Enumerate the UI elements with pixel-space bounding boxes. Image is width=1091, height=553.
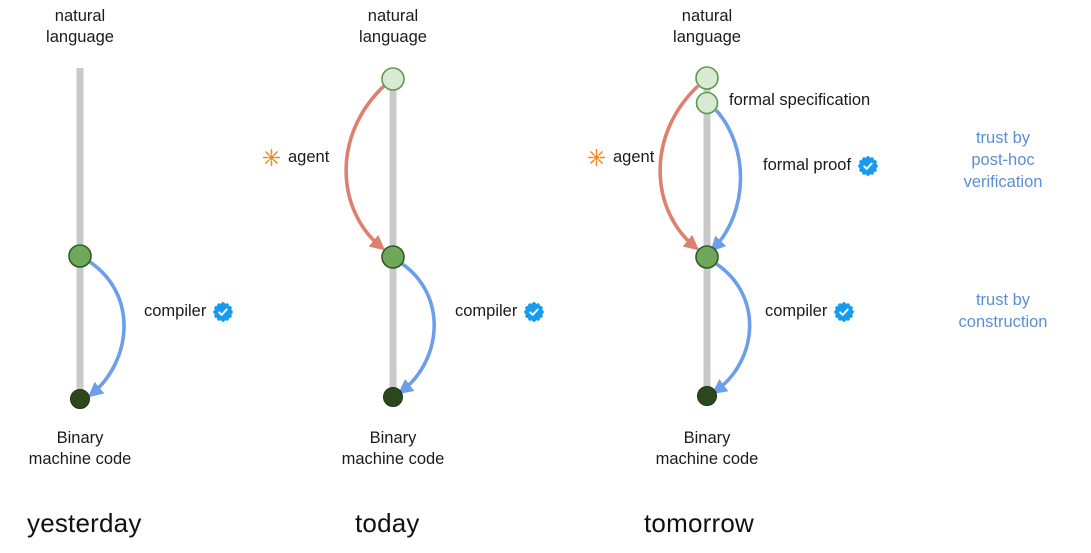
natural-language-line1: natural bbox=[681, 7, 733, 25]
agent-arrow-tomorrow bbox=[658, 84, 700, 251]
timeline-bar-today bbox=[389, 74, 397, 398]
formal-specification-text: formal specification bbox=[729, 91, 871, 109]
binary-line2: machine code bbox=[341, 450, 445, 468]
binary-machine-code-label: Binary machine code bbox=[0, 428, 160, 470]
node-binary-tomorrow bbox=[697, 386, 717, 406]
natural-language-label: natural language bbox=[10, 6, 150, 48]
natural-language-line2: language bbox=[673, 28, 741, 46]
formal-proof-arrow-tomorrow bbox=[710, 108, 743, 252]
natural-language-label: natural language bbox=[323, 6, 463, 48]
formal-proof-label: formal proof bbox=[763, 155, 878, 176]
era-title-tomorrow: tomorrow bbox=[644, 508, 754, 538]
compiler-arrow-yesterday bbox=[87, 260, 126, 398]
compiler-label-text: compiler bbox=[455, 302, 518, 320]
node-intermediate-yesterday bbox=[68, 244, 92, 268]
natural-language-label: natural language bbox=[637, 6, 777, 48]
compiler-arrow-today bbox=[397, 261, 436, 395]
formal-proof-text: formal proof bbox=[763, 156, 852, 174]
natural-language-line1: natural bbox=[54, 7, 106, 25]
binary-line2: machine code bbox=[28, 450, 132, 468]
note-line: trust by bbox=[975, 291, 1031, 309]
binary-line2: machine code bbox=[655, 450, 759, 468]
node-natural-language-today bbox=[381, 67, 405, 91]
natural-language-line2: language bbox=[359, 28, 427, 46]
note-line: trust by bbox=[975, 129, 1031, 147]
note-line: verification bbox=[963, 173, 1043, 191]
agent-label-text: agent bbox=[288, 148, 330, 166]
era-title-yesterday: yesterday bbox=[27, 508, 142, 538]
natural-language-line1: natural bbox=[367, 7, 419, 25]
timeline-bar-tomorrow bbox=[703, 74, 711, 397]
era-title-today: today bbox=[355, 508, 420, 538]
agent-icon bbox=[587, 148, 606, 167]
agent-label: agent bbox=[262, 147, 329, 168]
agent-label-text: agent bbox=[613, 148, 655, 166]
agent-arrow-today bbox=[344, 84, 386, 251]
node-intermediate-today bbox=[381, 245, 405, 269]
trust-construction-note: trust by construction bbox=[938, 289, 1068, 333]
verified-badge-icon bbox=[213, 302, 233, 322]
compiler-label-text: compiler bbox=[144, 302, 207, 320]
compiler-arrow-tomorrow bbox=[711, 261, 752, 395]
binary-machine-code-label: Binary machine code bbox=[313, 428, 473, 470]
formal-specification-label: formal specification bbox=[729, 90, 870, 111]
node-formal-specification-tomorrow bbox=[695, 91, 719, 115]
trust-post-hoc-note: trust by post-hoc verification bbox=[938, 127, 1068, 193]
node-natural-language-tomorrow bbox=[695, 66, 719, 90]
verified-badge-icon bbox=[858, 156, 878, 176]
agent-label: agent bbox=[587, 147, 654, 168]
compiler-label-text: compiler bbox=[765, 302, 828, 320]
compiler-label: compiler bbox=[455, 301, 544, 322]
note-line: post-hoc bbox=[971, 151, 1035, 169]
binary-line1: Binary bbox=[683, 429, 731, 447]
verified-badge-icon bbox=[834, 302, 854, 322]
agent-icon bbox=[262, 148, 281, 167]
node-binary-today bbox=[383, 387, 403, 407]
node-intermediate-tomorrow bbox=[695, 245, 719, 269]
node-binary-yesterday bbox=[70, 389, 90, 409]
binary-line1: Binary bbox=[56, 429, 104, 447]
note-line: construction bbox=[958, 313, 1048, 331]
verified-badge-icon bbox=[524, 302, 544, 322]
compiler-label: compiler bbox=[144, 301, 233, 322]
binary-machine-code-label: Binary machine code bbox=[627, 428, 787, 470]
timeline-bar-yesterday bbox=[76, 68, 84, 400]
natural-language-line2: language bbox=[46, 28, 114, 46]
binary-line1: Binary bbox=[369, 429, 417, 447]
compiler-label: compiler bbox=[765, 301, 854, 322]
